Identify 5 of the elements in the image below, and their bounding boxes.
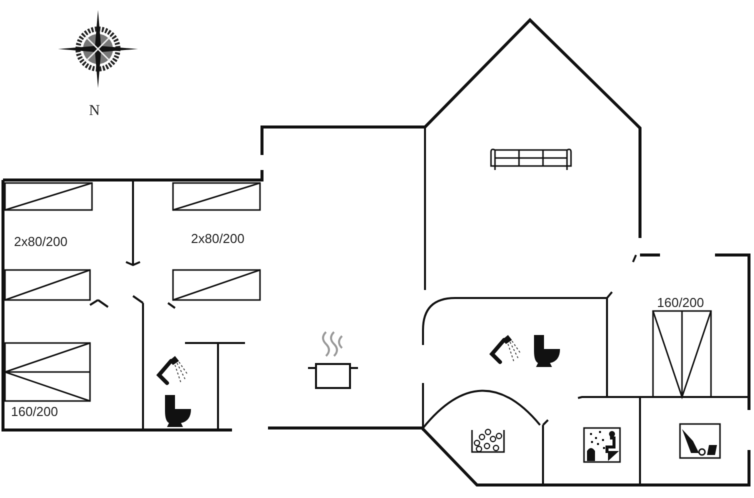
- compass-north-label: N: [89, 104, 100, 119]
- bed-size-label: 2x80/200: [191, 232, 244, 245]
- bed-size-label: 160/200: [11, 405, 58, 418]
- bed-size-label: 160/200: [657, 296, 704, 309]
- bed-size-label: 2x80/200: [14, 235, 68, 248]
